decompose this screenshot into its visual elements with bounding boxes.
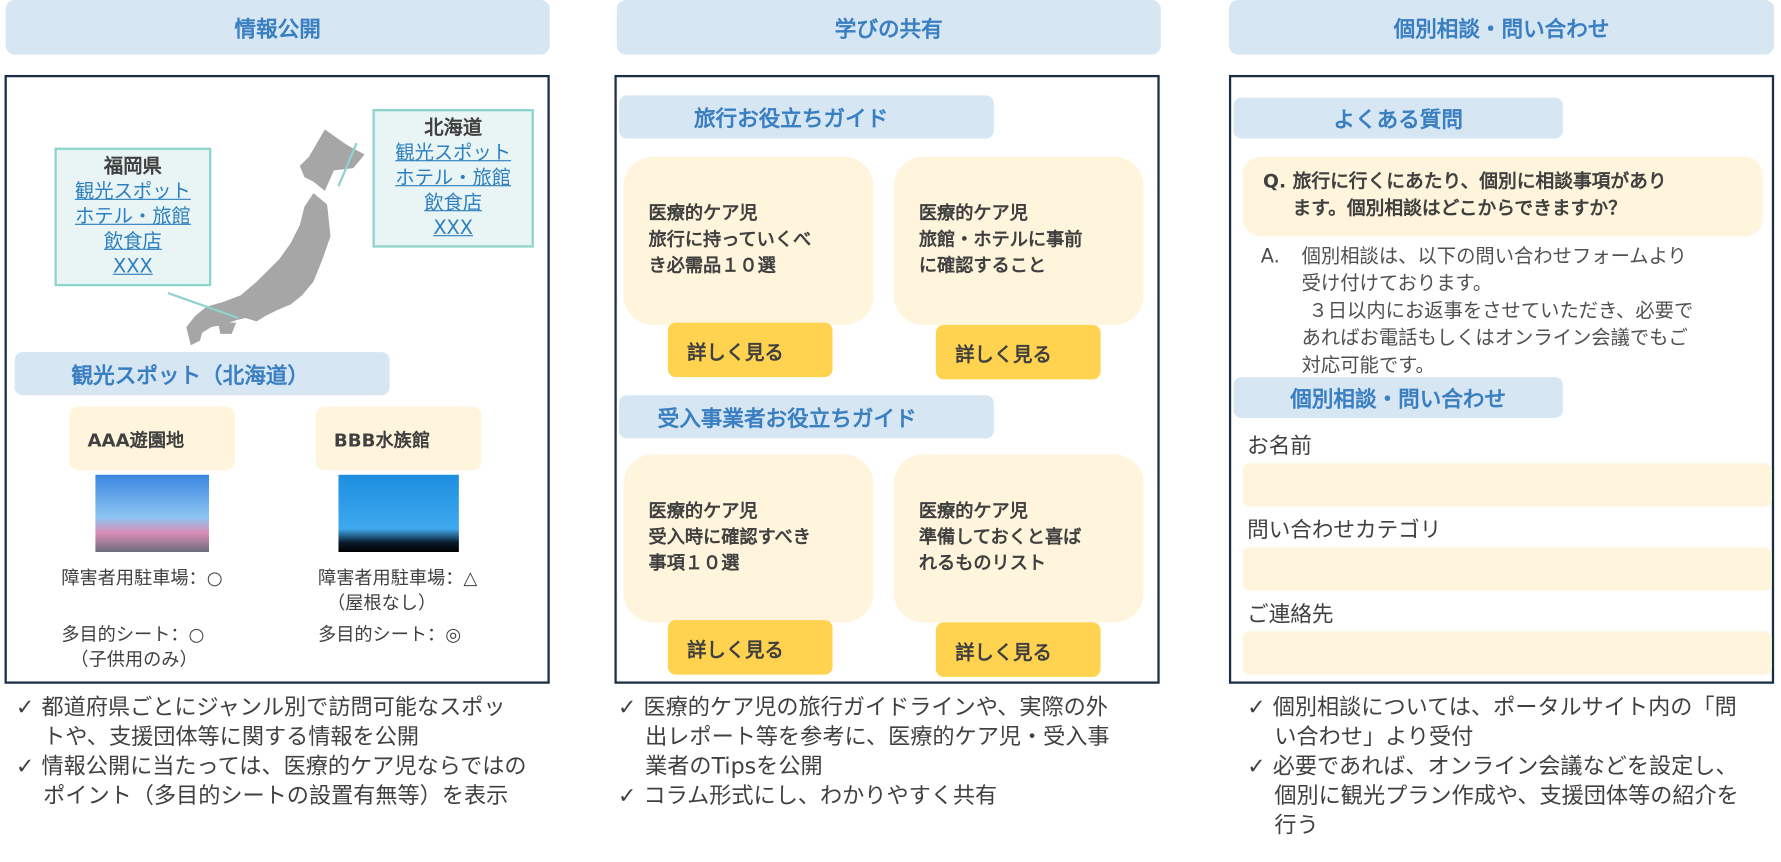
- parking-note: （屋根なし）: [327, 591, 437, 614]
- link-spots[interactable]: 観光スポット: [74, 180, 191, 204]
- pref-box-hokkaido: 北海道 観光スポット ホテル・旅館 飲食店 XXX: [372, 109, 534, 248]
- info-panel: 福岡県 観光スポット ホテル・旅館 飲食店 XXX 北海道 観光スポット ホテル…: [4, 74, 550, 684]
- parking-info: 障害者用駐車場：△: [318, 566, 478, 589]
- faq-answer: A. 個別相談は、以下の問い合わせフォームより 受け付けております。 ３日以内に…: [1261, 243, 1694, 379]
- bullet-item: ✓ 情報公開に当たっては、医療的ケア児ならではのポイント（多目的シートの設置有無…: [15, 753, 527, 809]
- header-learning: 学びの共有: [616, 0, 1161, 55]
- link-hotels[interactable]: ホテル・旅館: [74, 205, 191, 229]
- answer-prefix: A.: [1260, 245, 1280, 269]
- answer-line: 対応可能です。: [1301, 354, 1435, 378]
- bullet-item: ✓ 都道府県ごとにジャンル別で訪問可能なスポットや、支援団体等に関する情報を公開: [15, 693, 506, 750]
- answer-line: 受け付けております。: [1301, 272, 1493, 296]
- category-input[interactable]: [1242, 547, 1772, 591]
- pref-name: 福岡県: [103, 155, 162, 179]
- consult-panel: よくある質問 Q. 旅行に行くにあたり、個別に相談事項があり ます。個別相談はど…: [1228, 74, 1775, 684]
- bullet-item: ✓ 個別相談については、ポータルサイト内の「問い合わせ」より受付: [1247, 693, 1737, 750]
- link-hotels[interactable]: ホテル・旅館: [395, 166, 512, 190]
- question-line: ます。個別相談はどこからできますか？: [1292, 197, 1627, 220]
- contact-label: ご連絡先: [1247, 601, 1334, 627]
- consult-bullets: ✓ 個別相談については、ポータルサイト内の「問い合わせ」より受付 ✓ 必要であれ…: [1247, 693, 1758, 841]
- pref-box-fukuoka: 福岡県 観光スポット ホテル・旅館 飲食店 XXX: [54, 147, 212, 287]
- link-other[interactable]: XXX: [433, 216, 474, 240]
- seat-info: 多目的シート：◎: [318, 623, 462, 646]
- header-consult: 個別相談・問い合わせ: [1228, 0, 1775, 55]
- spot-name[interactable]: BBB水族館: [315, 406, 482, 471]
- bullet-text: 都道府県ごとにジャンル別で訪問可能なスポットや、支援団体等に関する情報を公開: [41, 693, 506, 750]
- seat-info: 多目的シート：○: [61, 623, 205, 646]
- details-button[interactable]: 詳しく見る: [935, 324, 1101, 380]
- category-label: 問い合わせカテゴリ: [1247, 517, 1442, 543]
- link-restaurants[interactable]: 飲食店: [103, 230, 162, 254]
- guide-card[interactable]: 医療的ケア児 準備しておくと喜ば れるものリスト: [893, 454, 1144, 623]
- spot-name[interactable]: AAA遊園地: [69, 406, 236, 471]
- section-title-business-guide: 受入事業者お役立ちガイド: [619, 395, 994, 439]
- faq-question: Q. 旅行に行くにあたり、個別に相談事項があり ます。個別相談はどこからできます…: [1242, 156, 1763, 237]
- contact-input[interactable]: [1242, 631, 1772, 675]
- bullet-item: ✓ 医療的ケア児の旅行ガイドラインや、実際の外出レポート等を参考に、医療的ケア児…: [617, 693, 1110, 780]
- amusement-park-photo: [95, 474, 209, 552]
- answer-line: 個別相談は、以下の問い合わせフォームより: [1301, 245, 1687, 269]
- header-info: 情報公開: [5, 0, 550, 55]
- details-button[interactable]: 詳しく見る: [667, 322, 833, 378]
- form-title: 個別相談・問い合わせ: [1233, 377, 1563, 418]
- japan-map-icon: [167, 129, 365, 346]
- answer-line: ３日以内にお返事をさせていただき、必要で: [1308, 299, 1694, 323]
- bullet-text: コラム形式にし、わかりやすく共有: [643, 782, 998, 809]
- bullet-item: ✓ コラム形式にし、わかりやすく共有: [617, 782, 998, 809]
- info-bullets: ✓ 都道府県ごとにジャンル別で訪問可能なスポットや、支援団体等に関する情報を公開…: [16, 693, 527, 811]
- answer-line: あればお電話もしくはオンライン会議でもご: [1301, 327, 1688, 350]
- faq-title: よくある質問: [1233, 97, 1563, 139]
- details-button[interactable]: 詳しく見る: [935, 622, 1101, 677]
- bullet-text: 必要であれば、オンライン会議などを設定し、個別に観光プラン作成や、支援団体等の紹…: [1272, 753, 1739, 839]
- bullet-text: 個別相談については、ポータルサイト内の「問い合わせ」より受付: [1272, 693, 1737, 750]
- link-restaurants[interactable]: 飲食店: [424, 191, 483, 215]
- learning-bullets: ✓ 医療的ケア児の旅行ガイドラインや、実際の外出レポート等を参考に、医療的ケア児…: [618, 693, 1129, 811]
- aquarium-photo: [338, 474, 459, 552]
- pref-name: 北海道: [424, 116, 483, 140]
- parking-info: 障害者用駐車場：○: [61, 566, 223, 589]
- name-label: お名前: [1247, 433, 1312, 459]
- details-button[interactable]: 詳しく見る: [667, 620, 833, 675]
- section-title-spots: 観光スポット（北海道）: [14, 352, 390, 396]
- guide-card[interactable]: 医療的ケア児 受入時に確認すべき 事項１０選: [623, 454, 874, 623]
- guide-card[interactable]: 医療的ケア児 旅行に持っていくべ き必需品１０選: [623, 156, 874, 325]
- seat-note: （子供用のみ）: [70, 648, 198, 671]
- link-spots[interactable]: 観光スポット: [395, 141, 512, 165]
- link-other[interactable]: XXX: [113, 255, 153, 279]
- guide-card[interactable]: 医療的ケア児 旅館・ホテルに事前 に確認すること: [893, 156, 1144, 325]
- section-title-travel-guide: 旅行お役立ちガイド: [619, 95, 994, 139]
- bullet-text: 情報公開に当たっては、医療的ケア児ならではのポイント（多目的シートの設置有無等）…: [41, 753, 527, 809]
- question-line: Q. 旅行に行くにあたり、個別に相談事項があり: [1263, 170, 1667, 192]
- name-input[interactable]: [1242, 463, 1772, 507]
- learning-panel: 旅行お役立ちガイド 医療的ケア児 旅行に持っていくべ き必需品１０選 医療的ケア…: [614, 74, 1160, 684]
- bullet-item: ✓ 必要であれば、オンライン会議などを設定し、個別に観光プラン作成や、支援団体等…: [1247, 753, 1739, 839]
- bullet-text: 医療的ケア児の旅行ガイドラインや、実際の外出レポート等を参考に、医療的ケア児・受…: [643, 693, 1110, 780]
